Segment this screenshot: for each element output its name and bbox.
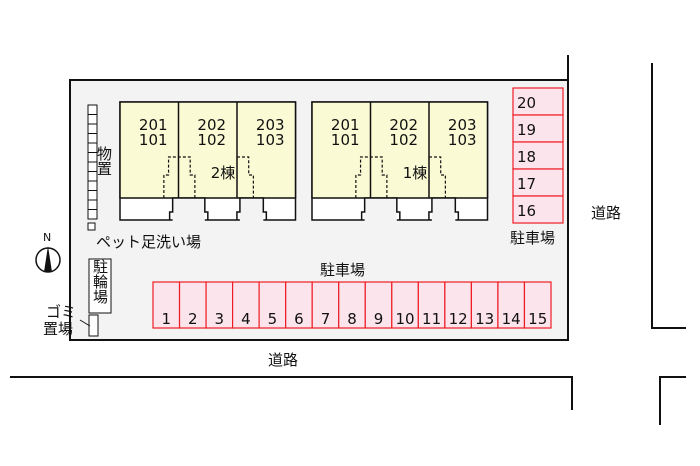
parking-label-right: 駐車場 [510, 229, 555, 247]
parking-spot-16: 16 [512, 195, 564, 224]
storage-box [87, 114, 98, 125]
unit-number: 103 [256, 131, 285, 149]
storage-box [87, 199, 98, 210]
parking-spot-number: 2 [188, 310, 198, 328]
parking-spot-number: 7 [321, 310, 331, 328]
parking-spot-13: 13 [470, 281, 499, 329]
parking-spot-12: 12 [444, 281, 473, 329]
parking-spot-19: 19 [512, 114, 564, 143]
unit-number: 203 [448, 116, 477, 134]
parking-spot-number: 16 [517, 202, 536, 220]
parking-label-bottom: 駐車場 [320, 261, 365, 279]
north-compass-icon: N [35, 231, 61, 273]
pet-wash-marker [87, 222, 96, 231]
parking-spot-7: 7 [311, 281, 340, 329]
parking-spot-number: 14 [502, 310, 521, 328]
parking-spot-number: 13 [475, 310, 494, 328]
parking-spot-number: 19 [517, 121, 536, 139]
building-name: 1棟 [403, 164, 428, 182]
garbage-label-2: 置場 [43, 320, 73, 338]
building-name: 2棟 [211, 164, 236, 182]
storage-box [87, 104, 98, 115]
parking-spot-number: 11 [422, 310, 441, 328]
storage-box [87, 123, 98, 134]
garbage-leader-line [79, 319, 91, 327]
unit-number: 101 [331, 131, 360, 149]
storage-boxes [87, 104, 98, 220]
parking-spot-18: 18 [512, 141, 564, 170]
parking-spot-20: 20 [512, 87, 564, 116]
garbage-area [88, 314, 99, 337]
unit-number: 202 [197, 116, 226, 134]
parking-spot-17: 17 [512, 168, 564, 197]
unit-number: 103 [448, 131, 477, 149]
road-label-bottom: 道路 [268, 351, 298, 369]
road-label-right: 道路 [591, 204, 621, 222]
parking-spot-9: 9 [364, 281, 393, 329]
unit-number: 202 [389, 116, 418, 134]
parking-spot-3: 3 [205, 281, 234, 329]
road-edge-bottom [10, 376, 573, 410]
parking-spot-number: 9 [374, 310, 384, 328]
parking-spot-4: 4 [232, 281, 260, 329]
garbage-label-1: ゴミ [46, 303, 76, 321]
unit-number: 102 [389, 131, 418, 149]
parking-spot-number: 18 [517, 148, 536, 166]
parking-spot-8: 8 [338, 281, 366, 329]
unit-number: 201 [139, 116, 168, 134]
bicycle-parking-label: 駐輪場 [91, 259, 109, 304]
parking-spot-10: 10 [391, 281, 419, 329]
bicycle-parking-area [88, 258, 112, 314]
parking-spot-15: 15 [523, 281, 552, 329]
parking-spot-number: 5 [268, 310, 278, 328]
parking-spot-number: 20 [517, 94, 536, 112]
unit-number: 101 [139, 131, 168, 149]
parking-spot-1: 1 [152, 281, 181, 329]
pet-wash-label: ペット足洗い場 [96, 233, 201, 251]
parking-spot-number: 15 [528, 310, 547, 328]
unit-number: 203 [256, 116, 285, 134]
parking-spot-number: 3 [215, 310, 225, 328]
storage-label: 物置 [95, 146, 113, 176]
parking-spot-number: 6 [294, 310, 304, 328]
storage-box [87, 133, 98, 144]
road-edge-corner [659, 376, 686, 425]
parking-spot-number: 10 [396, 310, 415, 328]
parking-spot-number: 1 [161, 310, 171, 328]
parking-spot-number: 12 [449, 310, 468, 328]
storage-box [87, 209, 98, 220]
unit-number: 201 [331, 116, 360, 134]
parking-spot-number: 8 [347, 310, 357, 328]
parking-spot-2: 2 [178, 281, 207, 329]
unit-number: 102 [197, 131, 226, 149]
parking-spot-6: 6 [285, 281, 313, 329]
parking-spot-number: 4 [241, 310, 251, 328]
parking-spot-5: 5 [258, 281, 287, 329]
parking-spot-14: 14 [497, 281, 526, 329]
north-label: N [43, 231, 51, 244]
parking-spot-11: 11 [417, 281, 446, 329]
road-edge-right [651, 63, 686, 329]
parking-spot-number: 17 [517, 175, 536, 193]
storage-box [87, 180, 98, 191]
storage-box [87, 190, 98, 201]
